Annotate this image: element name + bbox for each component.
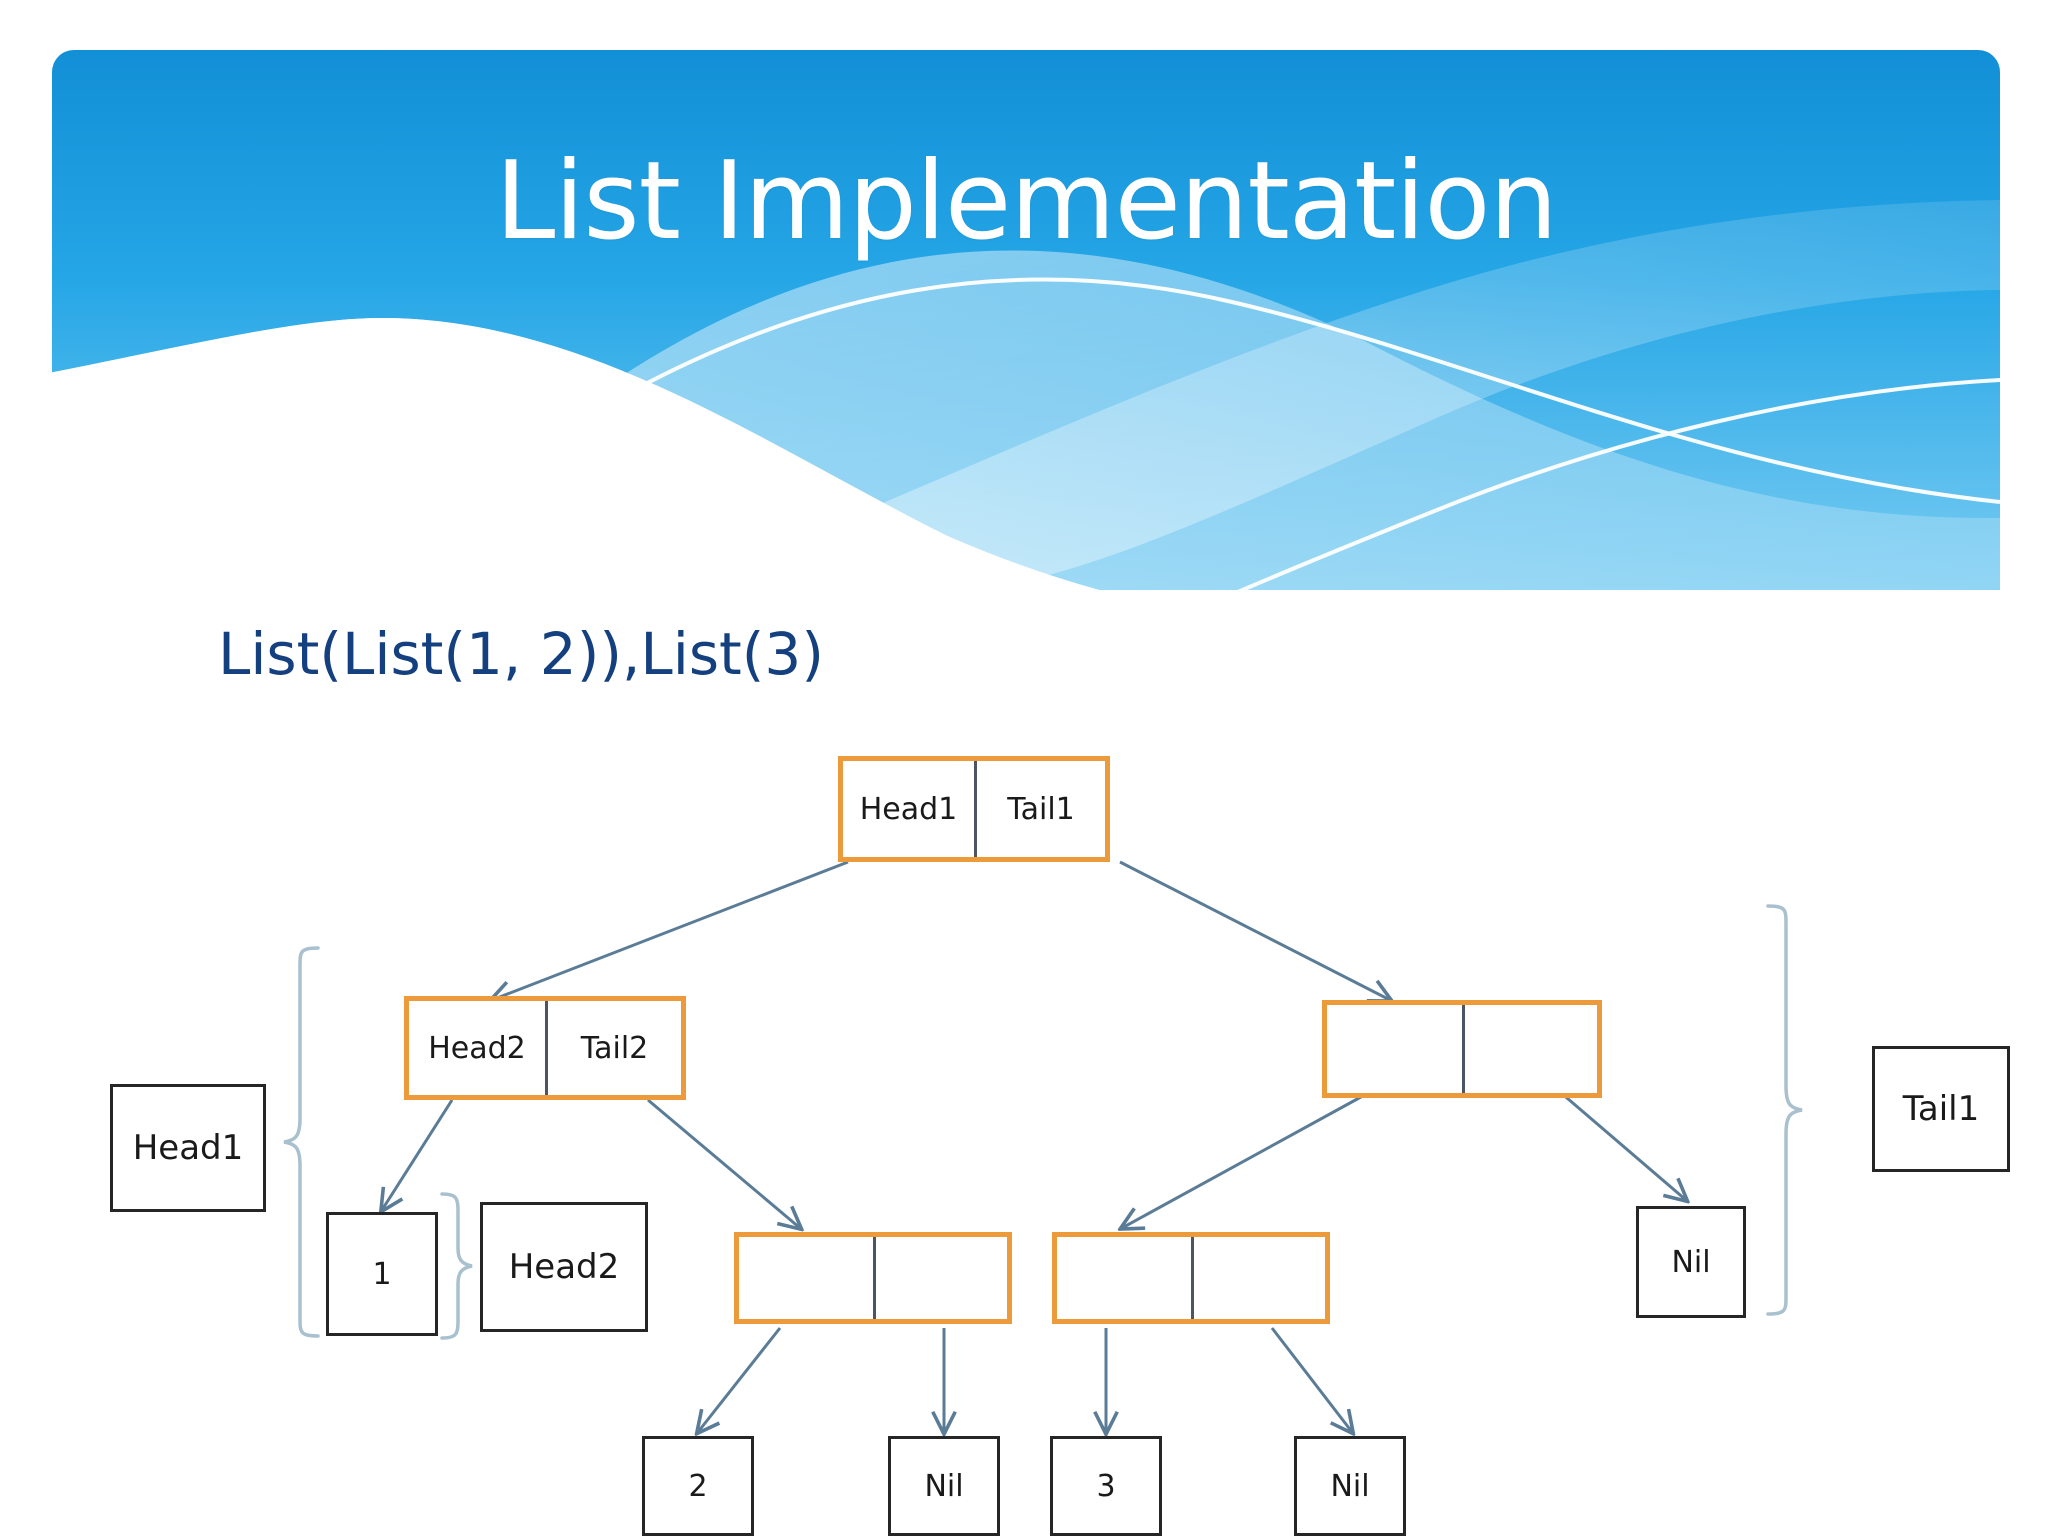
leaf-value-nil-b[interactable]: Nil [1294, 1436, 1406, 1536]
cons-cell-inner-b-tail [1191, 1237, 1325, 1319]
cons-cell-inner-a-tail [873, 1237, 1007, 1319]
cons-cell-right-child[interactable] [1322, 1000, 1602, 1098]
annotation-head1[interactable]: Head1 [110, 1084, 266, 1212]
edge-left-tail [647, 1098, 800, 1228]
cons-cell-inner-a[interactable] [734, 1232, 1012, 1324]
brace-head2 [440, 1192, 473, 1340]
page-title: List Implementation [495, 139, 1558, 264]
cons-cell-root[interactable]: Head1 Tail1 [838, 756, 1110, 862]
annotation-tail1[interactable]: Tail1 [1872, 1046, 2010, 1172]
banner-graphic [52, 50, 2000, 590]
cons-cell-inner-a-head [739, 1237, 873, 1319]
cons-cell-right-head [1327, 1005, 1462, 1093]
cons-cell-root-tail: Tail1 [974, 761, 1105, 857]
leaf-value-nil-top[interactable]: Nil [1636, 1206, 1746, 1318]
leaf-value-3[interactable]: 3 [1050, 1436, 1162, 1536]
cons-cell-right-tail [1462, 1005, 1597, 1093]
leaf-value-nil-a[interactable]: Nil [888, 1436, 1000, 1536]
cons-cell-left-child[interactable]: Head2 Tail2 [404, 996, 686, 1100]
cons-cell-root-head: Head1 [859, 791, 958, 827]
leaf-value-1[interactable]: 1 [326, 1212, 438, 1336]
annotation-head2[interactable]: Head2 [480, 1202, 648, 1332]
title-banner [52, 50, 2000, 590]
leaf-value-2[interactable]: 2 [642, 1436, 754, 1536]
edge-left-head [382, 1099, 454, 1210]
cons-cell-left-head: Head2 [428, 1030, 526, 1066]
edge-innerb-tail [1270, 1327, 1352, 1432]
edge-root-tail [1119, 860, 1390, 1000]
edge-root-head [492, 860, 849, 1000]
subtitle-expression: List(List(1, 2)),List(3) [218, 620, 824, 688]
brace-tail1 [1766, 904, 1803, 1316]
brace-head1 [283, 946, 320, 1338]
cons-cell-left-tail: Tail2 [545, 1001, 681, 1095]
cons-cell-inner-b-head [1057, 1237, 1191, 1319]
cons-cell-inner-b[interactable] [1052, 1232, 1330, 1324]
edge-innera-head [698, 1327, 782, 1432]
edge-right-head [1122, 1090, 1371, 1228]
edge-right-tail [1559, 1090, 1686, 1200]
